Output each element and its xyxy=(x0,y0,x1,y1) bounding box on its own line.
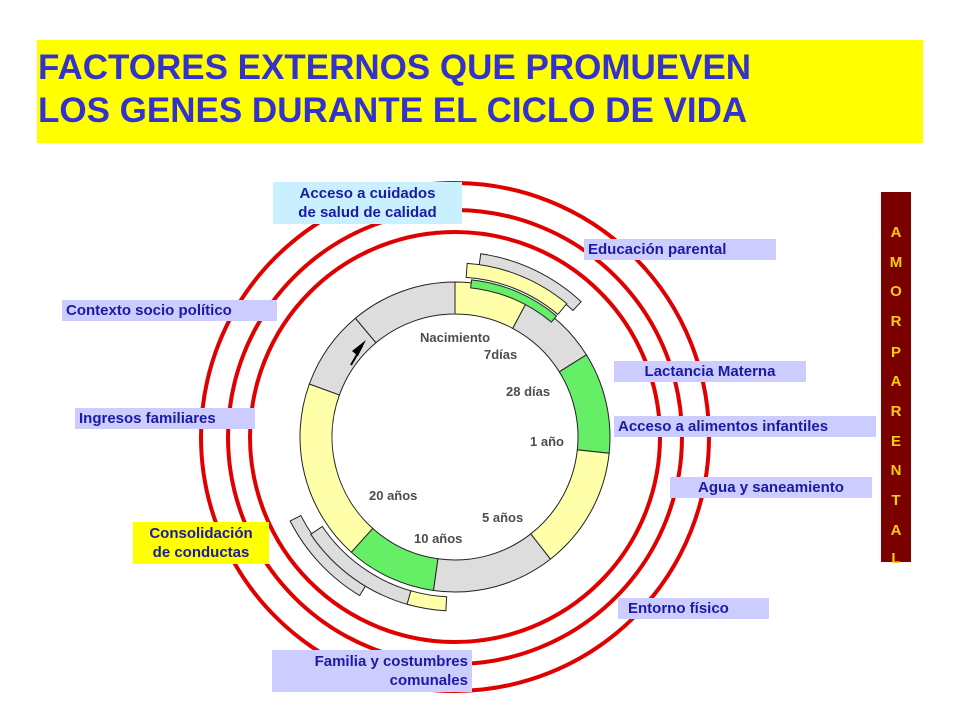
label-nacimiento: Nacimiento xyxy=(420,330,490,345)
familia-line-1: Familia y costumbres xyxy=(314,653,468,670)
label-contexto-socio-politico: Contexto socio político xyxy=(62,300,277,321)
amor-letter-9: T xyxy=(891,492,901,509)
label-lactancia-materna: Lactancia Materna xyxy=(614,361,806,382)
label-28dias: 28 días xyxy=(506,384,550,399)
label-7dias: 7días xyxy=(484,347,517,362)
arrow-icon xyxy=(350,340,366,366)
label-acceso-salud: Acceso a cuidados de salud de calidad xyxy=(273,182,462,224)
title-line-1: FACTORES EXTERNOS QUE PROMUEVEN xyxy=(38,48,752,87)
gray-arc-outer-2 xyxy=(310,525,415,606)
amor-letter-11: L xyxy=(891,550,901,567)
green-strip-top xyxy=(470,279,558,323)
segment-28dias-1ano xyxy=(558,354,611,454)
age-segments xyxy=(289,253,611,612)
amor-letter-2: O xyxy=(890,283,902,300)
label-ingresos-familiares: Ingresos familiares xyxy=(75,408,255,429)
consolidacion-line-2: de conductas xyxy=(152,544,250,561)
label-5anos: 5 años xyxy=(482,510,523,525)
label-agua-saneamiento: Agua y saneamiento xyxy=(670,477,872,498)
red-ring-middle xyxy=(226,208,684,666)
consolidacion-line-1: Consolidación xyxy=(149,525,253,542)
label-1ano: 1 año xyxy=(530,434,564,449)
label-educacion-parental: Educación parental xyxy=(584,239,776,260)
label-acceso-alimentos: Acceso a alimentos infantiles xyxy=(614,416,876,437)
amor-letter-8: N xyxy=(890,462,902,479)
amor-letter-1: M xyxy=(889,254,903,271)
amor-letter-5: A xyxy=(890,373,902,390)
familia-line-2: comunales xyxy=(389,672,468,689)
title-banner xyxy=(37,40,923,143)
amor-letter-10: A xyxy=(890,522,902,539)
yellow-arc-outer-1 xyxy=(465,262,568,316)
label-consolidacion-conductas: Consolidación de conductas xyxy=(133,522,269,564)
amor-letter-0: A xyxy=(890,224,902,241)
acceso-salud-line-2: de salud de calidad xyxy=(298,204,437,221)
title-line-2: LOS GENES DURANTE EL CICLO DE VIDA xyxy=(38,91,748,130)
label-20anos: 20 años xyxy=(369,488,417,503)
label-familia-costumbres: Familia y costumbres comunales xyxy=(272,650,472,692)
amor-letter-4: P xyxy=(890,344,901,361)
yellow-arc-outer-3 xyxy=(406,590,448,612)
segment-20anos xyxy=(299,383,374,553)
acceso-salud-line-1: Acceso a cuidados xyxy=(299,185,436,202)
red-ring-inner xyxy=(248,230,662,644)
amor-letter-3: R xyxy=(890,313,902,330)
label-10anos: 10 años xyxy=(414,531,462,546)
segment-adult xyxy=(308,317,377,396)
amor-letter-6: R xyxy=(890,403,902,420)
segment-1-5anos xyxy=(530,449,610,560)
label-entorno-fisico: Entorno físico xyxy=(618,598,769,619)
amor-letter-7: E xyxy=(890,433,901,450)
